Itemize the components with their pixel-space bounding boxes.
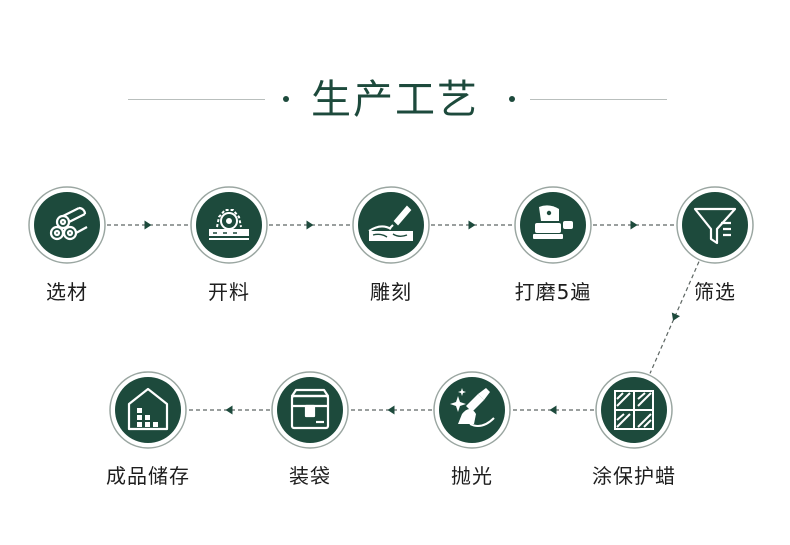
polisher-icon	[450, 388, 495, 427]
title-rule-right	[530, 99, 667, 100]
package-box-icon	[290, 388, 330, 430]
connector-arrow	[468, 220, 476, 230]
step-node	[514, 186, 592, 264]
funnel-filter-icon	[693, 207, 737, 245]
warehouse-icon	[127, 387, 169, 431]
step-label: 装袋	[289, 464, 331, 488]
step-label: 抛光	[451, 464, 493, 488]
step-node	[352, 186, 430, 264]
connector-arrow	[306, 220, 314, 230]
step-node	[190, 186, 268, 264]
title-rule-left	[128, 99, 265, 100]
step-node	[109, 371, 187, 449]
step-node	[28, 186, 106, 264]
step-node-fill	[115, 377, 181, 443]
step-node-fill	[682, 192, 748, 258]
step-label: 筛选	[694, 280, 736, 304]
wax-grid-icon	[614, 390, 654, 430]
carving-chisel-icon	[368, 205, 413, 241]
sander-icon	[533, 205, 573, 239]
title-dot-left	[283, 96, 289, 102]
step-node	[433, 371, 511, 449]
connector-arrow	[225, 405, 233, 415]
step-label: 涂保护蜡	[592, 464, 676, 488]
page-title: 生产工艺	[311, 77, 479, 123]
connector-arrow	[630, 220, 638, 230]
saw-blade-icon	[209, 209, 249, 240]
step-node-fill	[196, 192, 262, 258]
step-node	[271, 371, 349, 449]
connector-arrow	[549, 405, 557, 415]
step-node	[676, 186, 754, 264]
step-label: 成品储存	[106, 464, 190, 488]
step-node-fill	[358, 192, 424, 258]
connector-line	[649, 261, 700, 374]
connector-arrow	[387, 405, 395, 415]
title-dot-right	[509, 96, 515, 102]
connector-arrow	[144, 220, 152, 230]
connector-arrow	[671, 312, 681, 321]
step-label: 雕刻	[370, 280, 412, 304]
step-label: 选材	[46, 280, 88, 304]
step-label: 打磨5遍	[514, 280, 592, 304]
step-node	[595, 371, 673, 449]
logs-icon	[49, 206, 88, 241]
step-label: 开料	[208, 280, 250, 304]
title-block: 生产工艺	[0, 70, 790, 130]
